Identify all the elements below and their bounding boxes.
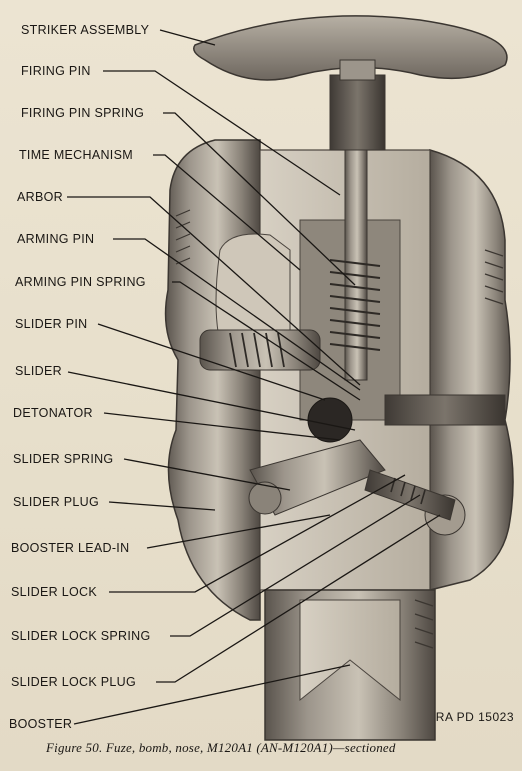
figure-caption: Figure 50. Fuze, bomb, nose, M120A1 (AN-…	[46, 740, 396, 755]
reference-code: RA PD 15023	[435, 710, 514, 724]
striker-cap	[193, 15, 508, 151]
slider-assembly	[248, 397, 466, 536]
arming-pin-assembly	[199, 329, 506, 426]
label-arming-pin-spring: ARMING PIN SPRING	[15, 275, 146, 289]
firing-pin-spring	[329, 259, 381, 351]
label-arbor: ARBOR	[17, 190, 63, 204]
label-firing-pin-spring: FIRING PIN SPRING	[21, 106, 145, 120]
label-slider: SLIDER	[15, 364, 62, 378]
label-slider-lock-plug: SLIDER LOCK PLUG	[11, 675, 136, 689]
fuze-body	[164, 139, 514, 621]
label-arming-pin: ARMING PIN	[17, 232, 95, 246]
label-striker-assembly: STRIKER ASSEMBLY	[21, 23, 150, 37]
label-time-mechanism: TIME MECHANISM	[19, 148, 133, 162]
label-booster: BOOSTER	[9, 717, 73, 731]
label-slider-plug: SLIDER PLUG	[13, 495, 99, 509]
label-slider-lock: SLIDER LOCK	[11, 585, 97, 599]
booster-tube	[264, 589, 436, 741]
label-booster-lead-in: BOOSTER LEAD-IN	[11, 541, 130, 555]
label-slider-spring: SLIDER SPRING	[13, 452, 114, 466]
label-firing-pin: FIRING PIN	[21, 64, 91, 78]
label-slider-pin: SLIDER PIN	[15, 317, 88, 331]
label-slider-lock-spring: SLIDER LOCK SPRING	[11, 629, 151, 643]
leader-lines	[67, 29, 441, 725]
label-detonator: DETONATOR	[13, 406, 93, 420]
